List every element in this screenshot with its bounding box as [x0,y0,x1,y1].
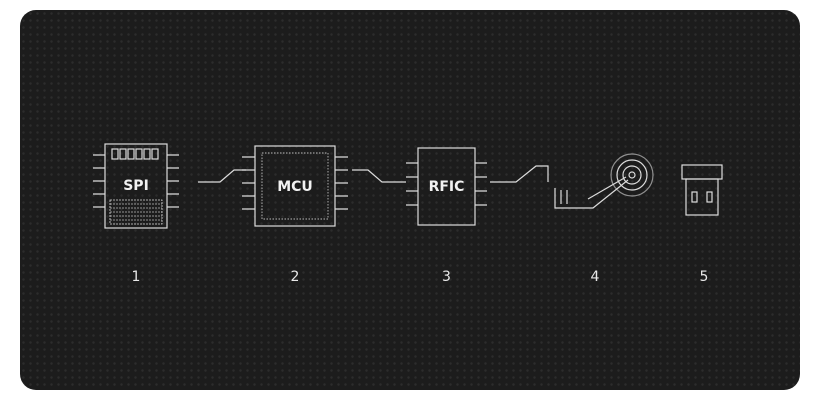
spi-label: SPI [123,178,149,194]
usb-receiver-icon [681,164,723,216]
step-number-1: 1 [132,269,141,285]
block-diagram: SPI MCU RFIC 1 2 3 4 5 [93,143,723,285]
rfic-chip-icon [406,147,487,226]
step-number-5: 5 [700,269,709,285]
rfic-label: RFIC [429,179,465,195]
connector-line-1 [198,169,246,183]
mcu-label: MCU [277,179,313,195]
step-number-2: 2 [291,269,300,285]
pcb-antenna-icon [554,153,654,209]
spi-flash-chip-icon [93,143,179,229]
mcu-chip-icon [242,145,348,227]
step-number-4: 4 [591,269,600,285]
diagram-panel: SPI MCU RFIC 1 2 3 4 5 [20,10,800,390]
step-number-3: 3 [442,269,451,285]
connector-line-2 [352,169,406,183]
connector-line-3 [490,165,549,183]
